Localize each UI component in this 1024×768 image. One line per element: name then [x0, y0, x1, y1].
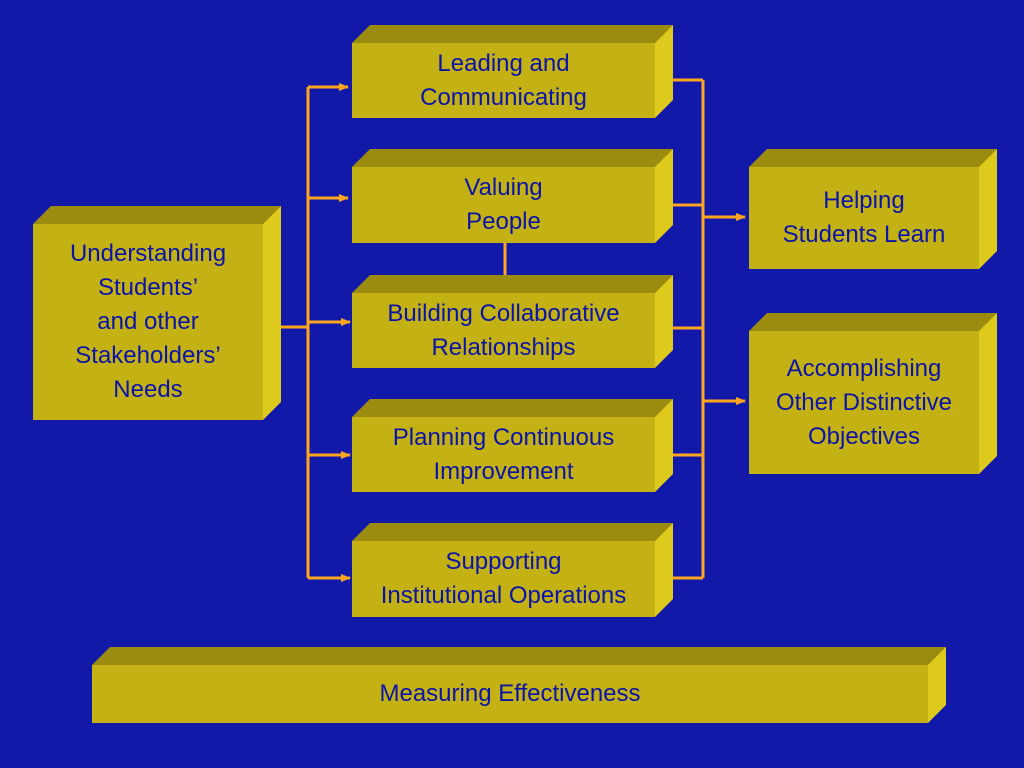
accomplishing-objectives-label: Accomplishing Other Distinctive Objectiv… — [775, 354, 953, 450]
leading-communicating-box: Leading and Communicating — [352, 43, 655, 118]
measuring-effectiveness-label: Measuring Effectiveness — [379, 680, 641, 707]
building-relationships-label: Building Collaborative Relationships — [387, 299, 620, 361]
accomplishing-objectives-box: Accomplishing Other Distinctive Objectiv… — [749, 331, 979, 474]
building-relationships-box: Building Collaborative Relationships — [352, 293, 655, 368]
helping-students-box: Helping Students Learn — [749, 167, 979, 269]
valuing-people-box: Valuing People — [352, 167, 655, 243]
helping-students-label: Helping Students Learn — [782, 187, 946, 248]
leading-communicating-label: Leading and Communicating — [420, 49, 587, 111]
measuring-effectiveness-box: Measuring Effectiveness — [92, 665, 928, 723]
understanding-needs-label: Understanding Students’ and other Stakeh… — [69, 240, 227, 403]
planning-improvement-label: Planning Continuous Improvement — [392, 423, 615, 485]
understanding-needs-box: Understanding Students’ and other Stakeh… — [33, 224, 263, 420]
supporting-operations-box: Supporting Institutional Operations — [352, 541, 655, 617]
valuing-people-label: Valuing People — [464, 174, 543, 235]
planning-improvement-box: Planning Continuous Improvement — [352, 417, 655, 492]
supporting-operations-label: Supporting Institutional Operations — [380, 548, 627, 609]
